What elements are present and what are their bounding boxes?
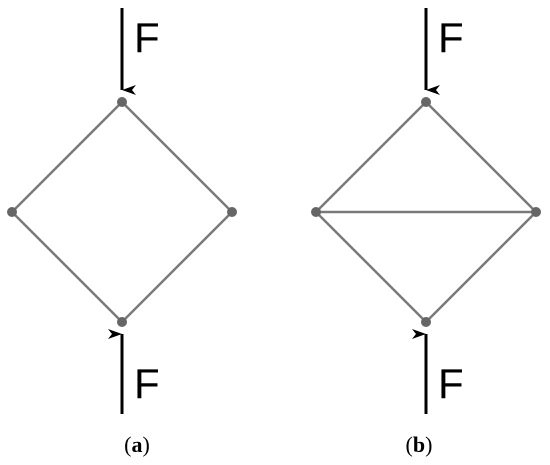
member-b-bottom-left [314,210,428,324]
force-label-b-top: F [438,14,464,61]
member-a-right-bottom [120,210,234,324]
joint-b-right [531,207,541,217]
panel-a: F F (a) [7,8,237,457]
member-b-right-bottom [424,210,538,324]
joint-a-left [7,207,17,217]
caption-b: (b) [406,432,433,457]
force-label-b-bottom: F [438,360,464,407]
force-label-a-top: F [134,14,160,61]
caption-a: (a) [124,432,150,457]
joint-b-bottom [421,317,431,327]
panel-b: F F (b) [311,8,541,457]
joint-a-right [227,207,237,217]
member-a-top-right [120,100,234,214]
member-b-top-right [424,100,538,214]
joint-b-left [311,207,321,217]
joint-a-bottom [117,317,127,327]
force-label-a-bottom: F [134,360,160,407]
joint-b-top [421,97,431,107]
member-a-bottom-left [10,210,124,324]
joint-a-top [117,97,127,107]
member-b-left-top [314,100,428,214]
member-a-left-top [10,100,124,214]
